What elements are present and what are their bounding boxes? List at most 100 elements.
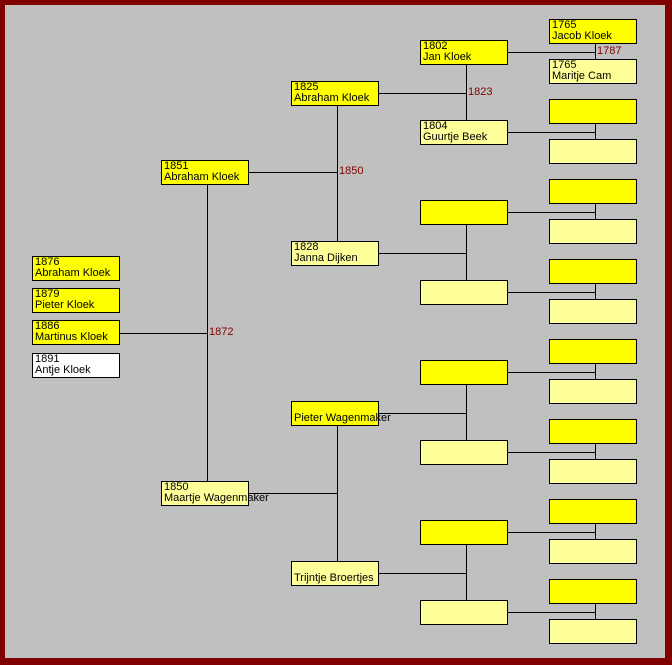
person-name: Abraham Kloek (294, 92, 370, 104)
ancestor-box[interactable] (549, 259, 637, 284)
person-name: Pieter Wagenmaker (294, 412, 391, 424)
ancestor-box[interactable]: Pieter Wagenmaker (291, 401, 391, 426)
person-year: 1879 (35, 288, 60, 300)
person-year (550, 260, 636, 271)
marriage-year: 1787 (597, 45, 622, 57)
person-name (421, 292, 507, 303)
marriage-year: 1850 (339, 165, 364, 177)
connector-line (119, 333, 207, 334)
ancestor-box[interactable] (420, 280, 508, 305)
marriage-year: 1823 (468, 86, 493, 98)
ancestor-box[interactable]: Trijntje Broertjes (291, 561, 379, 586)
person-name: Trijntje Broertjes (294, 572, 374, 584)
connector-line (337, 106, 338, 241)
connector-line (508, 612, 595, 613)
ancestor-box[interactable] (549, 179, 637, 204)
person-name (550, 471, 636, 482)
ancestor-box[interactable] (549, 99, 637, 124)
person-year: 1828 (294, 241, 319, 253)
connector-line (595, 524, 596, 539)
person-year: 1876 (35, 256, 60, 268)
ancestor-box[interactable] (420, 600, 508, 625)
person-name (550, 591, 636, 602)
person-year: 1891 (35, 353, 60, 365)
person-year (550, 620, 636, 631)
person-name (421, 532, 507, 543)
person-year: 1850 (164, 481, 189, 493)
person-year (421, 281, 507, 292)
connector-line (466, 225, 467, 280)
ancestor-box[interactable] (420, 200, 508, 225)
person-year (550, 220, 636, 231)
person-year (550, 380, 636, 391)
connector-line (595, 364, 596, 379)
ancestor-box[interactable] (549, 499, 637, 524)
connector-line (595, 444, 596, 459)
ancestor-box[interactable] (549, 139, 637, 164)
person-year (550, 100, 636, 111)
person-name (550, 311, 636, 322)
person-name: Guurtje Beek (423, 131, 488, 143)
ancestor-box[interactable] (549, 219, 637, 244)
ancestor-box[interactable] (420, 360, 508, 385)
connector-line (379, 413, 466, 414)
person-year (421, 441, 507, 452)
person-name: Abraham Kloek (164, 171, 240, 183)
person-name: Martinus Kloek (35, 331, 108, 343)
person-name: Antje Kloek (35, 364, 91, 376)
person-name (550, 191, 636, 202)
person-name (421, 452, 507, 463)
ancestor-box[interactable] (549, 459, 637, 484)
person-year: 1825 (294, 81, 319, 93)
connector-line (249, 172, 337, 173)
person-year (421, 361, 507, 372)
person-name (550, 511, 636, 522)
connector-line (508, 212, 595, 213)
connector-line (379, 573, 466, 574)
connector-line (466, 545, 467, 600)
connector-line (595, 204, 596, 219)
ancestor-box[interactable] (549, 539, 637, 564)
person-name: Jacob Kloek (552, 30, 612, 42)
person-name (550, 351, 636, 362)
person-year: 1765 (552, 19, 577, 31)
connector-line (508, 292, 595, 293)
person-year (550, 300, 636, 311)
person-name: Janna Dijken (294, 252, 358, 264)
ancestor-box[interactable] (549, 299, 637, 324)
ancestor-box[interactable] (549, 619, 637, 644)
ancestor-box[interactable] (549, 379, 637, 404)
connector-line (508, 372, 595, 373)
connector-line (379, 253, 466, 254)
connector-line (508, 532, 595, 533)
connector-line (337, 426, 338, 561)
ancestor-box[interactable] (549, 579, 637, 604)
ancestor-box[interactable] (420, 440, 508, 465)
connector-line (595, 604, 596, 619)
person-name: Maartje Wagenmaker (164, 492, 269, 504)
person-name (550, 111, 636, 122)
person-year (550, 460, 636, 471)
ancestor-box[interactable] (549, 419, 637, 444)
person-name: Pieter Kloek (35, 299, 95, 311)
ancestor-box[interactable] (549, 339, 637, 364)
connector-line (595, 124, 596, 139)
ancestor-box[interactable] (420, 520, 508, 545)
connector-line (508, 52, 595, 53)
person-year: 1851 (164, 160, 189, 172)
connector-line (508, 452, 595, 453)
person-year: 1802 (423, 40, 448, 52)
person-name (550, 271, 636, 282)
